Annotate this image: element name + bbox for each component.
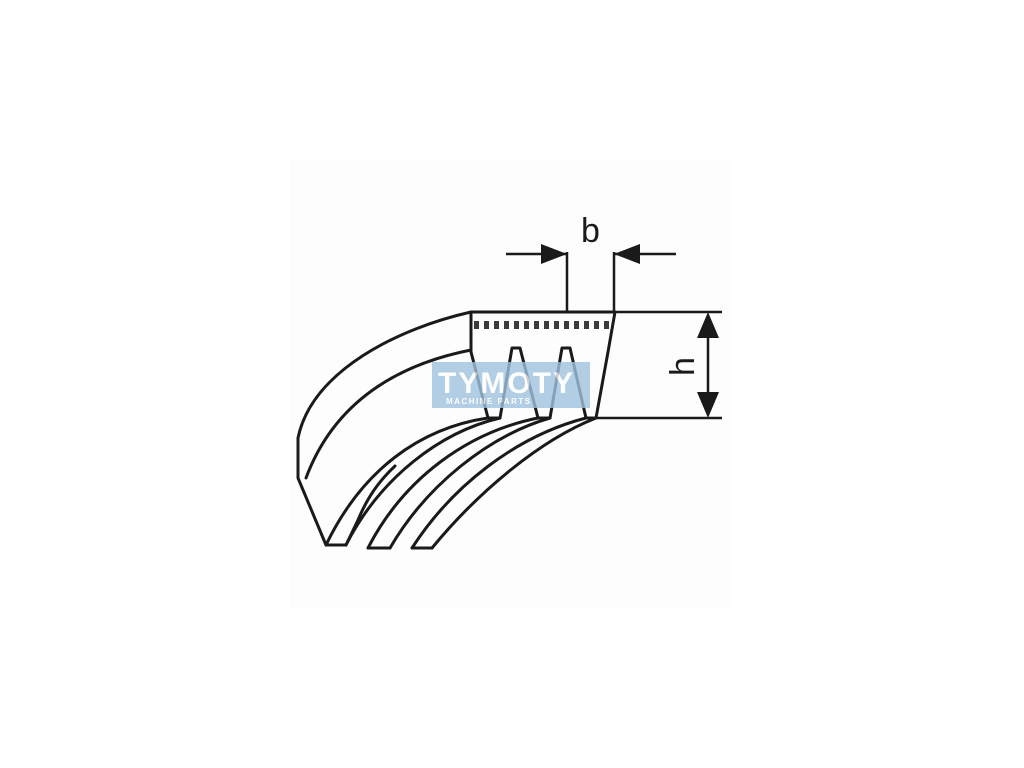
dim-h-arrow-top [697, 312, 719, 338]
dimension-h [596, 310, 722, 420]
dimension-b-label: b [581, 212, 600, 250]
dimension-h-label: h [664, 357, 702, 376]
rib-1-outer [324, 416, 490, 547]
dim-b-arrow-left [541, 244, 567, 264]
belt-inner-arc [304, 348, 473, 480]
watermark-badge [432, 362, 590, 408]
dim-b-arrow-right [614, 244, 640, 264]
rib-2-outer [366, 416, 540, 550]
rib-3-inner [430, 416, 598, 550]
belt-outer-arc [296, 310, 473, 440]
dimension-b [506, 244, 676, 312]
rib-2-inner [388, 416, 552, 550]
belt-left-edge [296, 436, 348, 547]
watermark: TYMOTY MACHINE PARTS [432, 362, 590, 408]
watermark-brand: TYMOTY [438, 367, 575, 400]
dim-h-arrow-bottom [697, 392, 719, 418]
rib-3-outer [410, 416, 588, 550]
rib-1-2-link [344, 464, 397, 547]
rib-1-inner [344, 416, 502, 547]
belt-body [296, 310, 617, 550]
watermark-tagline: MACHINE PARTS [446, 397, 532, 406]
